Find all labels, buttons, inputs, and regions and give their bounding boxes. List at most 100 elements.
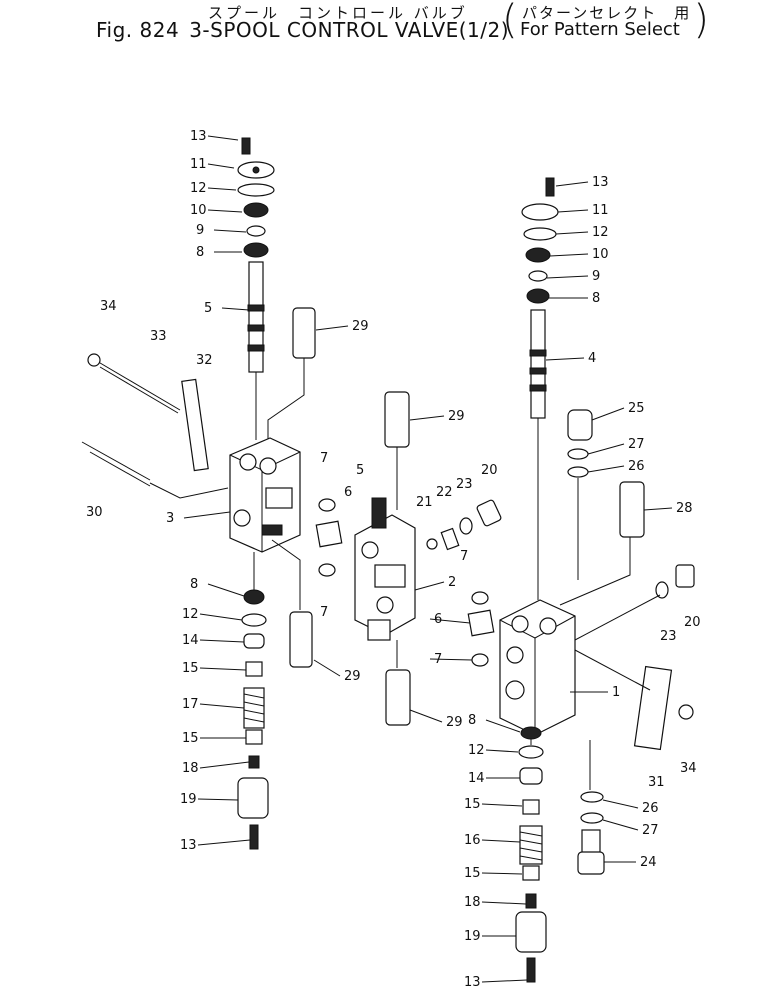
leader-left-20	[197, 798, 239, 801]
leader-left-17	[199, 703, 245, 709]
leader-left-0	[207, 135, 239, 141]
callout-left-19: 18	[182, 761, 199, 776]
left-body-port-2	[259, 457, 277, 475]
left-plate-32	[181, 378, 209, 472]
callout-center-7: 23	[456, 477, 473, 492]
leader-left-13	[207, 583, 245, 597]
callout-center-1: 7	[320, 451, 328, 466]
callout-left-7: 29	[352, 319, 369, 334]
center-relief-valve-29-bottom	[385, 669, 411, 726]
callout-right-4: 9	[592, 269, 600, 284]
left-spool-land-2	[247, 324, 265, 332]
right-gasket-12	[523, 227, 557, 241]
callout-right-10: 28	[676, 501, 693, 516]
center-body-port-3	[376, 596, 394, 614]
leader-left-22	[313, 659, 341, 677]
leader-right-2	[555, 231, 589, 235]
center-oring-7-d	[471, 653, 489, 667]
right-seal-10	[525, 247, 551, 263]
callout-right-6: 4	[588, 351, 596, 366]
callout-left-16: 15	[182, 661, 199, 676]
callout-right-11: 20	[684, 615, 701, 630]
leader-center-9	[414, 581, 445, 591]
callout-center-4: 5	[356, 463, 364, 478]
center-oring-7-a	[318, 498, 336, 512]
right-cap-19	[515, 911, 547, 953]
left-bolt-13-bottom	[249, 824, 259, 850]
left-spool-5	[248, 261, 264, 373]
callout-right-22: 18	[464, 895, 481, 910]
right-plug-24	[577, 851, 605, 875]
pattern-select-english: For Pattern Select	[520, 19, 680, 40]
right-top-parts	[521, 177, 559, 600]
right-gasket-12-bottom	[518, 745, 544, 759]
left-relief-leader-top	[267, 358, 305, 440]
pattern-select-note: ( パターンセレクト 用 For Pattern Select )	[502, 0, 709, 42]
left-tie-rod-33-b	[99, 366, 179, 414]
leader-left-21	[197, 839, 251, 846]
callout-right-1: 11	[592, 203, 609, 218]
leader-right-1	[557, 209, 589, 213]
left-body-port-5	[261, 524, 283, 536]
right-flange-11	[521, 203, 559, 221]
left-oring-9	[246, 225, 266, 237]
right-relief-leader	[559, 537, 631, 606]
left-spring-17	[243, 687, 265, 729]
left-spring-coils	[243, 693, 265, 723]
callout-right-21: 15	[464, 866, 481, 881]
leader-left-2	[207, 187, 237, 191]
leader-right-19	[481, 803, 523, 807]
callout-right-8: 27	[628, 437, 645, 452]
callout-left-3: 10	[190, 203, 207, 218]
right-body-port-1	[511, 615, 529, 633]
leader-left-6	[221, 307, 250, 311]
right-bolt-13	[545, 177, 555, 197]
leader-right-16	[485, 719, 521, 733]
right-spool-land-3	[529, 384, 547, 392]
callout-left-5: 8	[196, 245, 204, 260]
right-spool-land-2	[529, 367, 547, 375]
callout-right-12: 23	[660, 629, 677, 644]
left-bolt-30	[81, 441, 151, 481]
callout-left-6: 5	[204, 301, 212, 316]
callout-right-3: 10	[592, 247, 609, 262]
right-bolt-13-bottom	[526, 957, 536, 983]
right-seat-15-b	[522, 865, 540, 881]
left-relief-valve-29-bottom	[289, 611, 313, 668]
leader-left-16	[199, 667, 247, 671]
leader-left-3	[207, 209, 243, 213]
center-oring-7-c	[471, 591, 489, 605]
center-ball-21	[426, 538, 438, 550]
left-bolt-30-leader	[149, 482, 229, 499]
callout-right-0: 13	[592, 175, 609, 190]
callout-left-8: 34	[100, 299, 117, 314]
callout-left-17: 17	[182, 697, 199, 712]
callout-left-14: 12	[182, 607, 199, 622]
left-body-port-3	[265, 487, 293, 509]
leader-right-3	[549, 253, 589, 257]
left-gasket-12-bottom	[241, 613, 267, 627]
center-body-stem	[367, 619, 391, 641]
callout-left-21: 13	[180, 838, 197, 853]
leader-left-1	[207, 163, 235, 169]
leader-right-25	[602, 799, 639, 809]
right-plug-20	[675, 564, 695, 588]
center-gasket-6	[315, 520, 343, 548]
callout-right-16: 8	[468, 713, 476, 728]
leader-center-11	[429, 618, 471, 624]
right-relief-valve-28	[619, 481, 645, 538]
left-spool-land-1	[247, 304, 265, 312]
leader-right-10	[643, 507, 673, 511]
callout-right-7: 25	[628, 401, 645, 416]
left-body-port-1	[239, 453, 257, 471]
leader-right-4	[546, 275, 589, 279]
paren-close: )	[693, 0, 709, 43]
figure-number: Fig. 824	[96, 18, 180, 42]
right-plug-20-leader	[574, 594, 661, 641]
callout-right-25: 26	[642, 801, 659, 816]
leader-center-0	[409, 415, 445, 421]
left-relief-leader-bottom	[271, 539, 301, 610]
center-plug-20	[476, 499, 502, 527]
leader-right-26	[602, 819, 639, 831]
center-spool-5	[371, 497, 387, 529]
